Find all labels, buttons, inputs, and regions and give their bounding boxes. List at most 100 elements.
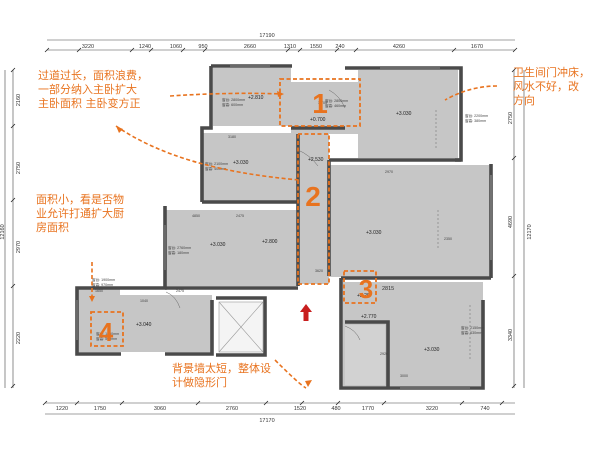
- left-dim-seg: 2220: [16, 332, 22, 344]
- ticks-top: [44, 47, 518, 53]
- room-spec: 窗高: 460mm: [325, 103, 346, 108]
- wall-left-upper: [200, 66, 213, 202]
- note-line: 房面积: [36, 221, 69, 234]
- room-spec: 窗高: 400mm: [205, 166, 226, 171]
- note-line: 方向: [513, 94, 535, 107]
- door-arc-2: [297, 149, 319, 167]
- room-dining-floor: [166, 210, 297, 286]
- arrowhead-1: [277, 91, 284, 97]
- walls: [75, 64, 493, 390]
- room-utility-floor: [120, 295, 212, 352]
- level-label: +2.770: [361, 314, 377, 320]
- room-kitchen-floor: [78, 288, 120, 352]
- area-markers: 1 2 3 4: [99, 88, 373, 347]
- note-line: 风水不好，改: [513, 80, 579, 93]
- room-spec: 窗台: 2760mm: [168, 245, 191, 250]
- room-spec: 窗高: 630mm: [461, 330, 482, 335]
- room-spec: 窗台: 2200mm: [465, 113, 488, 118]
- room-spec: 窗台: 2800mm: [325, 98, 348, 103]
- arrowhead-2: [116, 126, 123, 133]
- note-line: 业允许打通扩大厨: [36, 207, 124, 220]
- room-spec: 窗台: 2150mm: [461, 325, 484, 330]
- left-dim-seg: 2160: [16, 94, 22, 106]
- top-dim-seg: 240: [335, 44, 344, 50]
- top-dim-seg: 1550: [310, 44, 322, 50]
- right-dim-seg: 3340: [508, 329, 514, 341]
- bottom-dim-seg: 2760: [226, 406, 238, 412]
- inner-dim: 1650: [95, 289, 103, 293]
- area-marker-1: 1: [312, 88, 328, 119]
- room-spec: 窗高: 500mm: [96, 336, 117, 341]
- area-marker-2: 2: [305, 181, 321, 212]
- level-label: +2.530: [308, 157, 324, 163]
- inner-dim: 3620: [315, 269, 323, 273]
- bottom-dim-seg: 480: [331, 406, 340, 412]
- entrance-arrow-icon: [300, 304, 312, 321]
- note-line: 一部分纳入主卧扩大: [38, 83, 137, 96]
- level-label: +2.810: [248, 95, 264, 101]
- room-bathroom-bottom-floor: [345, 325, 385, 385]
- top-dim-seg: 3220: [82, 44, 94, 50]
- level-label: +3.030: [210, 242, 226, 248]
- annotation-arrows: [91, 85, 498, 389]
- left-dim-total: 12160: [0, 224, 6, 239]
- room-master-bedroom-floor: [358, 70, 458, 158]
- room-spec: 窗台: 2800mm: [222, 97, 245, 102]
- room-spec: 窗台: 2100mm: [205, 161, 228, 166]
- top-dim-seg: 950: [198, 44, 207, 50]
- wall-bath-bottom: [345, 320, 390, 388]
- inner-dim: 3000: [400, 374, 408, 378]
- door-arc-3: [165, 291, 181, 309]
- highlight-box-4: [90, 311, 124, 347]
- level-labels: +2.810 +3.030 +3.030 +2.530 +3.030 +2.80…: [136, 95, 440, 353]
- inner-dim: 4850: [192, 214, 200, 218]
- inner-dim: 2970: [385, 170, 393, 174]
- highlight-box-1: [279, 78, 361, 127]
- room-middle-bedroom-floor: [203, 133, 298, 201]
- top-dim-seg: 4260: [393, 44, 405, 50]
- windows: [76, 65, 492, 389]
- corridor-floor: [297, 134, 329, 284]
- highlight-box-2: [297, 133, 330, 285]
- arrow-note1-to-area1: [169, 92, 283, 97]
- top-dim-seg: 1060: [170, 44, 182, 50]
- door-arc-4: [344, 325, 361, 341]
- highlight-boxes: [90, 78, 377, 347]
- inner-dimension-texts: 3.705 2970 3180 2475 4850 2815 3000 2475…: [95, 101, 452, 378]
- inner-dim: 2920: [380, 352, 388, 356]
- floors: [78, 68, 491, 386]
- top-dim-seg: 2660: [244, 44, 256, 50]
- top-dim-seg: 1240: [139, 44, 151, 50]
- note-line: 主卧面积 主卧变方正: [38, 97, 141, 110]
- level-label: +2.20: [357, 293, 370, 299]
- top-dim-seg: 1670: [471, 44, 483, 50]
- left-dimension-texts: 2160 2750 2970 2220 12160: [0, 94, 22, 344]
- entrance-arrow-shape: [300, 304, 312, 321]
- level-label: +3.030: [424, 347, 440, 353]
- arrow-note1-to-area2: [115, 125, 301, 181]
- note-line: 面积小，看是否物: [36, 193, 124, 206]
- left-dim-seg: 2750: [16, 162, 22, 174]
- room-spec: 窗台: 1850mm: [96, 331, 119, 336]
- dimension-lines: [4, 39, 525, 415]
- right-dimension-texts: 2750 4690 3340 12170: [508, 112, 533, 341]
- top-dimension-texts: 17190 3220 1240 1060 950 2660 1310 1550 …: [82, 33, 483, 50]
- room-spec: 窗台: 1900mm: [92, 277, 115, 282]
- highlight-box-3: [343, 270, 377, 304]
- note-line: 卫生间门冲床，: [513, 66, 590, 79]
- dimension-ticks: [10, 47, 518, 406]
- annotation-note-2: 卫生间门冲床， 风水不好，改 方向: [513, 66, 590, 108]
- right-dim-seg: 4690: [508, 216, 514, 228]
- arrow-note2-to-area1: [444, 85, 498, 101]
- ticks-left: [10, 67, 16, 389]
- note-line: 背景墙太短，整体设: [172, 362, 271, 375]
- door-details: [165, 89, 471, 360]
- level-label: +3.030: [396, 111, 412, 117]
- inner-dim: 1040: [140, 299, 148, 303]
- level-label: +3.030: [366, 230, 382, 236]
- inner-dim: 3.705: [318, 101, 327, 105]
- inner-dim: 2815: [382, 286, 394, 292]
- stairwell: [218, 301, 264, 353]
- level-label: +3.030: [233, 160, 249, 166]
- arrowhead-3: [89, 296, 95, 302]
